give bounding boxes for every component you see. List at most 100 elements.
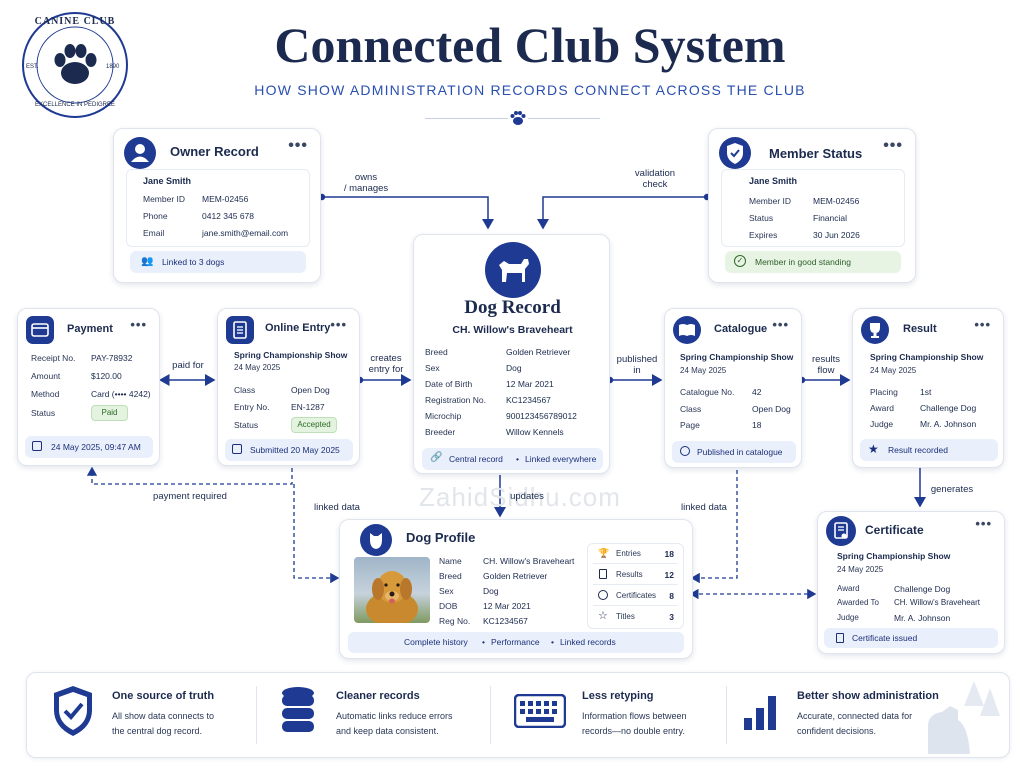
footer-link-records[interactable]: Linked records — [560, 637, 616, 647]
benefit-text: Accurate, connected data for — [797, 711, 913, 721]
member-status-card[interactable]: Member Status ••• Jane Smith Member ID M… — [708, 128, 916, 283]
benefit-title: One source of truth — [112, 690, 215, 702]
dog-record-footer[interactable]: 🔗 Central record • Linked everywhere — [422, 448, 603, 470]
member-name: Jane Smith — [749, 176, 798, 186]
credit-card-icon — [26, 316, 54, 344]
owner-value: MEM-02456 — [202, 194, 249, 204]
more-icon[interactable]: ••• — [975, 516, 992, 531]
benefit-divider — [490, 686, 491, 744]
paid-for-label: paid for — [172, 360, 204, 371]
dog-name: CH. Willow's Braveheart — [452, 324, 573, 336]
calendar-icon — [32, 441, 42, 451]
footer-link-performance[interactable]: Performance — [491, 637, 540, 647]
member-details — [721, 169, 905, 247]
footer-link-history[interactable]: Complete history — [404, 637, 468, 647]
owner-name: Jane Smith — [143, 176, 192, 186]
profile-footer[interactable]: Complete history • Performance • Linked … — [348, 632, 684, 653]
user-icon — [124, 137, 156, 169]
entry-label: Class — [234, 385, 256, 395]
dog-record-value: Golden Retriever — [506, 347, 571, 357]
payment-required-connector — [86, 466, 293, 485]
payment-title: Payment — [67, 323, 113, 335]
catalogue-footer-text: Published in catalogue — [697, 447, 783, 457]
page-title: Connected Club System — [274, 17, 786, 73]
benefit-text: Automatic links reduce errors — [336, 711, 453, 721]
stat-value: 12 — [664, 570, 674, 580]
profile-label: Reg No. — [439, 616, 471, 626]
member-footer[interactable]: ✓ Member in good standing — [725, 251, 901, 273]
linked-data-left-connector — [293, 484, 340, 584]
catalogue-date: 24 May 2025 — [680, 366, 727, 375]
entry-status-badge: Accepted — [291, 417, 337, 433]
results-flow-label-line: results — [812, 354, 840, 365]
certificate-value: Mr. A. Johnson — [894, 613, 951, 623]
payment-footer[interactable]: 24 May 2025, 09:47 AM — [25, 436, 153, 458]
catalogue-footer[interactable]: Published in catalogue — [672, 441, 796, 463]
owner-footer[interactable]: 👥 Linked to 3 dogs — [130, 251, 306, 273]
payment-label: Receipt No. — [31, 353, 76, 363]
dog-icon — [485, 242, 541, 298]
catalogue-title: Catalogue — [714, 323, 768, 335]
profile-label: DOB — [439, 601, 458, 611]
more-icon[interactable]: ••• — [974, 317, 991, 332]
stat-label[interactable]: Entries — [616, 549, 641, 558]
result-date: 24 May 2025 — [870, 366, 917, 375]
footer-separator: • — [551, 637, 554, 647]
owner-title: Owner Record — [170, 144, 259, 159]
result-card[interactable]: Result ••• Spring Championship Show 24 M… — [852, 308, 1004, 468]
member-label: Expires — [749, 230, 778, 240]
dog-record-card[interactable]: Dog Record CH. Willow's Braveheart Breed… — [413, 234, 610, 474]
owner-label: Email — [143, 228, 165, 238]
benefits-bar — [26, 672, 1010, 758]
certificate-card[interactable]: Certificate ••• Spring Championship Show… — [817, 511, 1005, 654]
badge-icon — [598, 590, 608, 600]
linked-data-left-label: linked data — [314, 502, 360, 513]
benefit-text: confident decisions. — [797, 726, 877, 736]
more-icon[interactable]: ••• — [330, 317, 347, 332]
stat-label[interactable]: Results — [616, 570, 643, 579]
entry-value: Open Dog — [291, 385, 330, 395]
watermark: ZahidSidhu.com — [419, 482, 621, 512]
benefit-item: Better show administration Accurate, con… — [740, 680, 940, 752]
online-entry-card[interactable]: Online Entry ••• Spring Championship Sho… — [217, 308, 360, 466]
owner-label: Member ID — [143, 194, 186, 204]
dog-record-value: 900123456789012 — [506, 411, 577, 421]
more-icon[interactable]: ••• — [288, 137, 308, 154]
stat-label[interactable]: Titles — [616, 612, 635, 621]
catalogue-value: Open Dog — [752, 404, 791, 414]
dog-record-label: Breeder — [425, 427, 456, 437]
more-icon[interactable]: ••• — [883, 137, 903, 154]
globe-icon — [680, 446, 690, 456]
owner-record-card[interactable]: Owner Record ••• Jane Smith Member ID ME… — [113, 128, 321, 283]
benefit-item: Less retyping Information flows between … — [512, 680, 722, 752]
member-value: MEM-02456 — [813, 196, 860, 206]
footer-separator: • — [482, 637, 485, 647]
dog-head-icon — [360, 524, 392, 556]
dog-record-title: Dog Record — [464, 297, 561, 318]
certificate-footer[interactable]: Certificate issued — [824, 628, 998, 648]
benefit-text: All show data connects to — [112, 711, 215, 721]
logo-bottom-text: EXCELLENCE IN PEDIGREE — [34, 102, 116, 108]
star-icon: ★ — [868, 442, 879, 456]
stat-label[interactable]: Certificates — [616, 591, 657, 600]
certificate-label: Awarded To — [837, 598, 879, 607]
payment-value: Card (•••• 4242) — [91, 389, 151, 399]
entry-footer[interactable]: Submitted 20 May 2025 — [225, 439, 353, 461]
profile-label: Sex — [439, 586, 454, 596]
star-icon: ☆ — [598, 610, 608, 622]
results-flow-label: results flow — [802, 354, 850, 376]
club-logo: CANINE CLUB EST. 1890 EXCELLENCE IN PEDI… — [20, 10, 130, 120]
certificate-value: Challenge Dog — [894, 584, 951, 594]
result-footer[interactable]: ★ Result recorded — [860, 439, 998, 461]
dog-profile-card[interactable]: Dog Profile Name CH. Willow's Braveheart… — [339, 519, 693, 659]
more-icon[interactable]: ••• — [772, 317, 789, 332]
dog-record-label: Registration No. — [425, 395, 486, 405]
entry-footer-text: Submitted 20 May 2025 — [250, 445, 340, 455]
payment-card[interactable]: Payment ••• Receipt No. PAY-78932 Amount… — [17, 308, 160, 466]
result-title: Result — [903, 323, 937, 335]
benefit-title: Better show administration — [797, 690, 939, 702]
more-icon[interactable]: ••• — [130, 317, 147, 332]
footer-separator: • — [516, 454, 519, 464]
catalogue-card[interactable]: Catalogue ••• Spring Championship Show 2… — [664, 308, 802, 468]
benefit-text: Information flows between — [582, 711, 687, 721]
